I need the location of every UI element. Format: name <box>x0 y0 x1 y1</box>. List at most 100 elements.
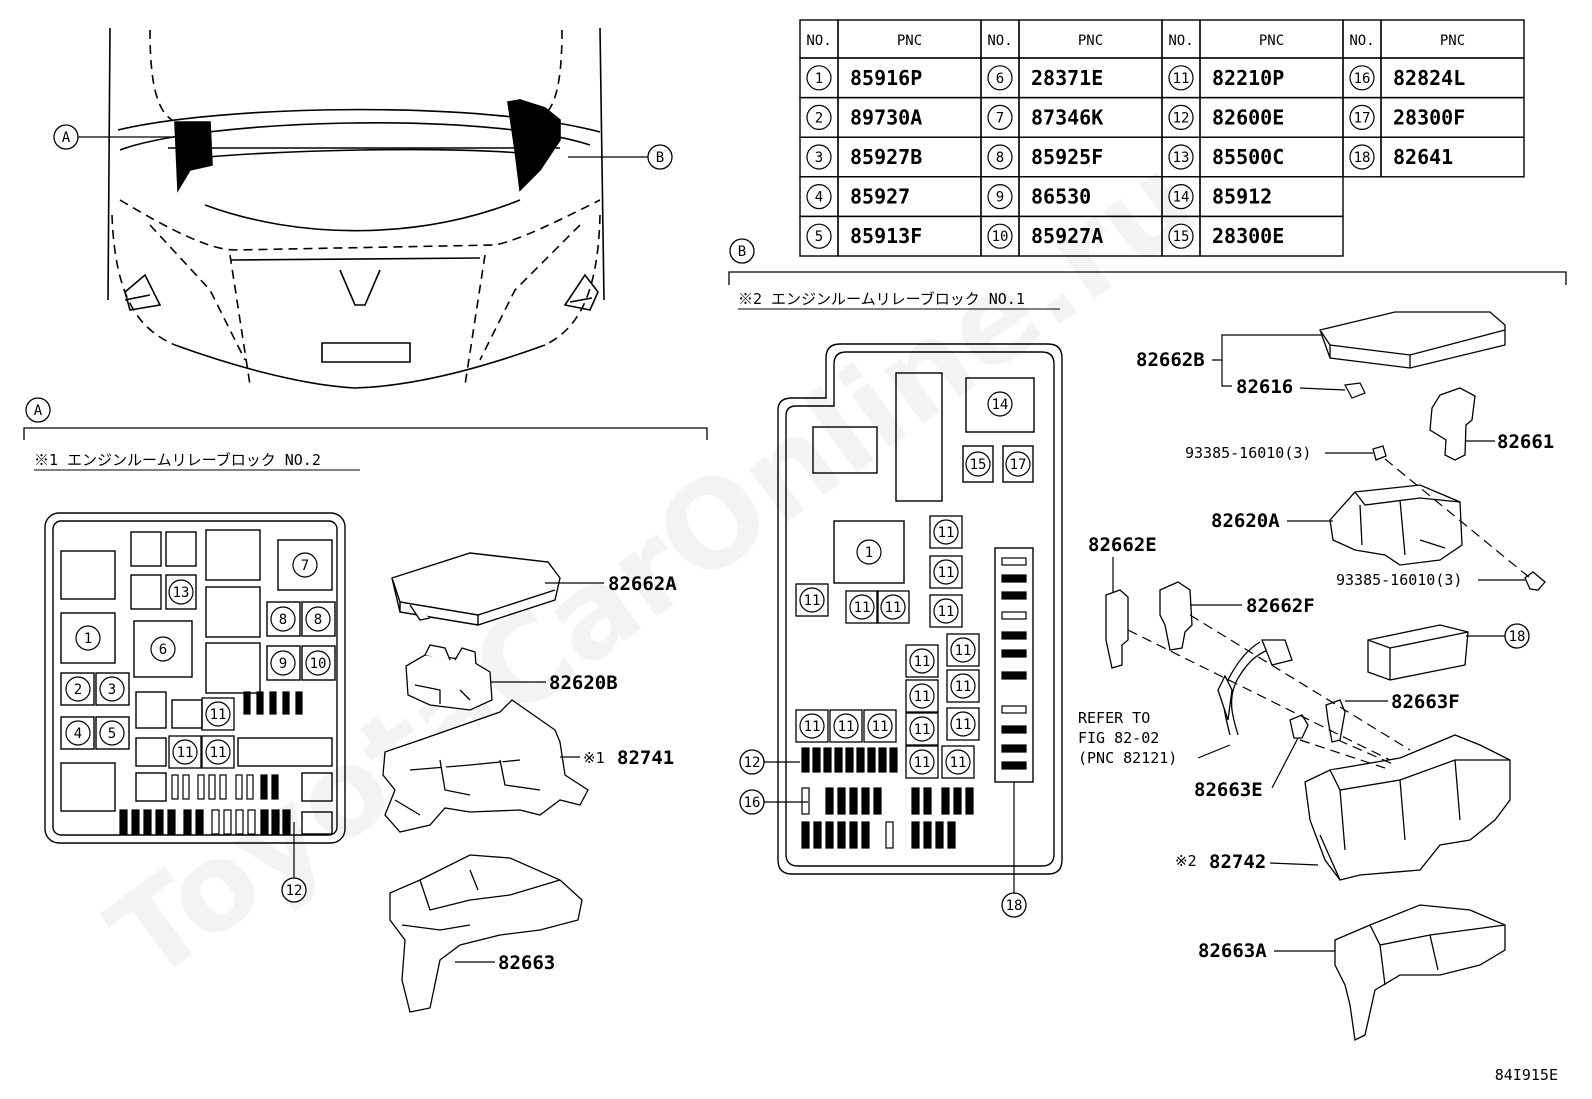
position-4[interactable]: 4 <box>65 720 91 746</box>
fuse-slot <box>1001 725 1027 734</box>
position-2[interactable]: 2 <box>65 676 91 702</box>
part-label-82662b[interactable]: 82662B <box>1136 334 1322 387</box>
part-label-82662a[interactable]: 82662A <box>545 573 677 595</box>
part-label-82620a[interactable]: 82620A <box>1211 510 1333 532</box>
position-11[interactable]: 11 <box>201 697 235 731</box>
svg-text:12: 12 <box>286 883 303 899</box>
position-6[interactable]: 6 <box>150 636 176 662</box>
part-label-82663a[interactable]: 82663A <box>1198 940 1335 962</box>
position-11[interactable]: 11 <box>863 709 897 743</box>
item-number: 5 <box>815 229 823 245</box>
position-11[interactable]: 11 <box>929 555 963 589</box>
item-number: 6 <box>996 71 1004 87</box>
position-11[interactable]: 11 <box>946 633 980 667</box>
part-label-82661[interactable]: 82661 <box>1466 431 1554 453</box>
fuse-slot <box>935 821 944 849</box>
position-5[interactable]: 5 <box>99 720 125 746</box>
position-11[interactable]: 11 <box>905 644 939 678</box>
part-label-82742[interactable]: ※2 82742 <box>1175 851 1319 873</box>
section-a-marker[interactable]: A <box>25 397 51 423</box>
leader-12-b[interactable]: 12 <box>739 749 800 775</box>
position-11[interactable]: 11 <box>876 590 910 624</box>
part-label-82616[interactable]: 82616 <box>1236 376 1346 398</box>
part-label-bolt-top[interactable]: 93385-16010(3) <box>1185 444 1373 462</box>
case-82742-drawing <box>1304 734 1511 881</box>
fuse-slot <box>867 747 876 773</box>
svg-text:93385-16010(3): 93385-16010(3) <box>1336 571 1462 589</box>
position-9[interactable]: 9 <box>270 650 296 676</box>
part-label-82663f[interactable]: 82663F <box>1345 691 1460 713</box>
position-11[interactable]: 11 <box>845 590 879 624</box>
part-label-82662f[interactable]: 82662F <box>1190 595 1315 617</box>
position-11[interactable]: 11 <box>795 709 829 743</box>
part-label-82663e[interactable]: 82663E <box>1194 737 1299 801</box>
position-11[interactable]: 11 <box>946 707 980 741</box>
position-11[interactable]: 11 <box>795 583 829 617</box>
position-17[interactable]: 17 <box>1005 451 1031 477</box>
position-13[interactable]: 13 <box>168 579 194 605</box>
callout-a-vehicle[interactable]: A <box>53 124 180 150</box>
position-11[interactable]: 11 <box>201 735 235 769</box>
svg-text:82663E: 82663E <box>1194 779 1263 801</box>
table-header-no: NO. <box>1168 33 1193 49</box>
part-label-18[interactable]: 18 <box>1466 623 1530 649</box>
part-label-82620b[interactable]: 82620B <box>490 672 618 694</box>
position-11[interactable]: 11 <box>829 709 863 743</box>
wire-harness-drawing <box>1217 639 1293 736</box>
part-label-82663[interactable]: 82663 <box>455 952 555 974</box>
position-11[interactable]: 11 <box>929 594 963 628</box>
table-header-pnc: PNC <box>1440 33 1465 49</box>
position-15[interactable]: 15 <box>965 451 991 477</box>
item-number-circle <box>806 223 832 249</box>
table-header-pnc: PNC <box>897 33 922 49</box>
callout-b-vehicle[interactable]: B <box>568 144 673 170</box>
fuse-slot <box>1001 744 1027 753</box>
position-3[interactable]: 3 <box>99 676 125 702</box>
position-1[interactable]: 1 <box>75 625 101 651</box>
part-label-82741[interactable]: ※1 82741 <box>560 747 674 769</box>
item-number-circle <box>1349 104 1375 131</box>
part-label-82662e[interactable]: 82662E <box>1088 534 1157 592</box>
position-8[interactable]: 8 <box>270 606 296 632</box>
position-8[interactable]: 8 <box>305 606 331 632</box>
leader-18-b[interactable]: 18 <box>1001 782 1027 918</box>
position-10[interactable]: 10 <box>305 650 331 676</box>
position-7[interactable]: 7 <box>292 552 318 578</box>
leader-16-b[interactable]: 16 <box>739 789 808 815</box>
relay-block-no1 <box>777 343 1063 875</box>
svg-text:11: 11 <box>177 745 194 761</box>
fuse-slot <box>1001 649 1027 658</box>
part-label-bolt-bottom[interactable]: 93385-16010(3) <box>1336 571 1525 589</box>
position-11[interactable]: 11 <box>905 745 939 779</box>
position-14[interactable]: 14 <box>987 391 1013 417</box>
position-11[interactable]: 11 <box>905 679 939 713</box>
position-11[interactable]: 11 <box>946 669 980 703</box>
position-11[interactable]: 11 <box>941 745 975 779</box>
position-1[interactable]: 1 <box>856 539 882 565</box>
pnc-value: 86530 <box>1031 185 1091 209</box>
svg-text:82620A: 82620A <box>1211 510 1280 532</box>
position-11[interactable]: 11 <box>929 515 963 549</box>
section-b-marker[interactable]: B <box>729 238 755 264</box>
item-number: 16 <box>1354 71 1371 87</box>
position-11[interactable]: 11 <box>168 735 202 769</box>
position-11[interactable]: 11 <box>905 712 939 746</box>
leader-12-a[interactable]: 12 <box>281 822 307 903</box>
